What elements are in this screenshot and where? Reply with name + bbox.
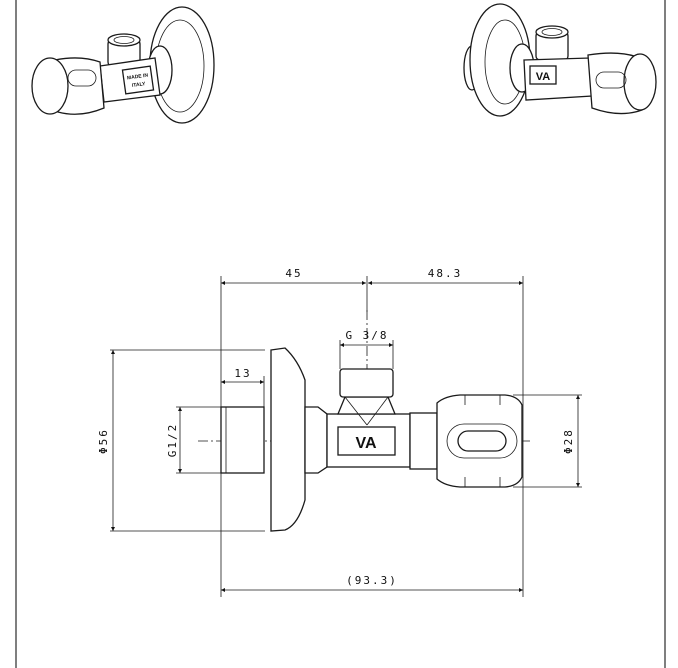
dim-thread-length: 13 (234, 367, 251, 380)
va-label (529, 65, 557, 85)
made-in-italy-label (121, 65, 155, 95)
knob-grip-slot (595, 71, 627, 89)
dim-inlet-to-center: 45 (285, 267, 302, 280)
knob (436, 394, 523, 488)
knob-grip-slot (67, 69, 97, 87)
dim-knob-diameter: Φ28 (562, 428, 575, 454)
dim-overall-length: (93.3) (346, 574, 398, 587)
knob-face (31, 57, 69, 115)
knob-grip-slot-outer (446, 423, 518, 459)
dim-inlet-thread: G1/2 (166, 423, 179, 458)
flange (270, 347, 306, 532)
made-in-label-text: MADE IN (127, 73, 149, 82)
dim-flange-diameter: Φ56 (97, 428, 110, 454)
front-view: VA (198, 310, 530, 532)
dimensions: 45 48.3 G 3/8 13 Φ56 G1/2 Φ28 (93.3) (97, 267, 582, 597)
va-label-text: VA (536, 71, 551, 83)
bonnet (409, 412, 438, 470)
dim-center-to-knob: 48.3 (428, 267, 463, 280)
dim-outlet-thread: G 3/8 (345, 329, 388, 342)
va-label (337, 426, 396, 456)
knob-grip-slot (457, 430, 507, 452)
knob-face (623, 53, 657, 111)
isometric-view-right: VA (463, 3, 657, 117)
va-label-text: VA (355, 435, 376, 452)
neck (304, 406, 328, 474)
isometric-view-left: MADE IN ITALY (31, 6, 215, 124)
outlet-port (339, 368, 394, 398)
svg-text:ITALY: ITALY (132, 81, 147, 89)
inlet-thread (220, 406, 265, 474)
